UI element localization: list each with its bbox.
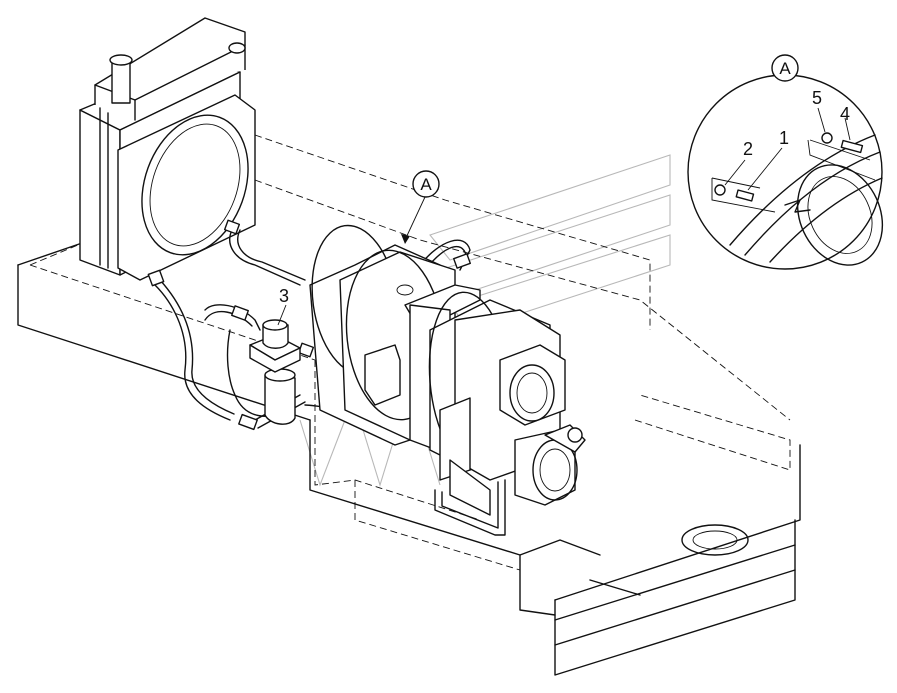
part-3-label: 3 xyxy=(279,286,289,306)
detail-a-inset xyxy=(687,74,884,270)
detail-marker-main[interactable] xyxy=(412,170,440,198)
radiator xyxy=(79,17,256,281)
part-5-label: 5 xyxy=(812,88,822,108)
part-4-label: 4 xyxy=(840,104,850,124)
detail-marker-label: A xyxy=(420,175,432,194)
transmission-assembly xyxy=(309,224,586,516)
detail-marker-inset[interactable] xyxy=(771,54,799,82)
filter-assembly xyxy=(249,319,301,425)
detail-title-label: A xyxy=(779,59,791,78)
leader-lines xyxy=(277,196,426,326)
part-2-label: 2 xyxy=(743,139,753,159)
frame-body xyxy=(17,241,801,676)
part-1-label: 1 xyxy=(779,128,789,148)
